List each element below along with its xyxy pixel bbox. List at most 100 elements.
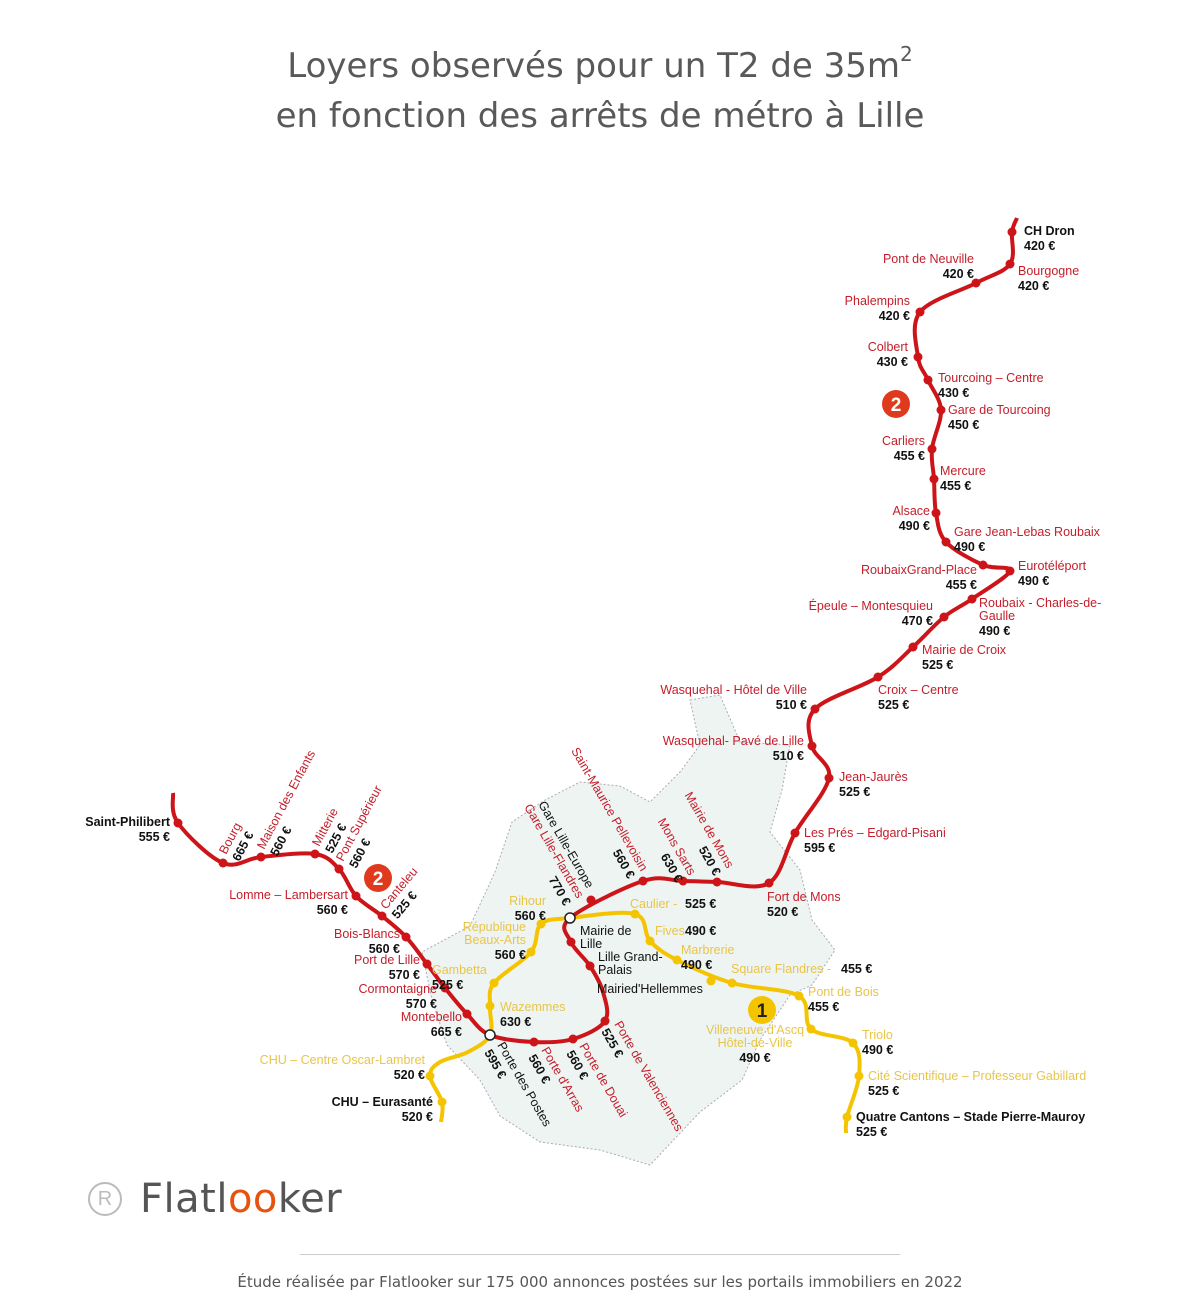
station-dot[interactable] [218, 858, 228, 868]
station-dot[interactable] [585, 961, 595, 971]
footer-divider [300, 1254, 900, 1255]
station-dot[interactable] [807, 741, 817, 751]
station-dot[interactable] [764, 878, 774, 888]
station-dot[interactable] [727, 978, 737, 988]
station-dot[interactable] [971, 278, 981, 288]
station-dot[interactable] [401, 932, 411, 942]
station-name: Fort de Mons [767, 890, 841, 904]
station-dot[interactable] [678, 876, 688, 886]
station-dot[interactable] [630, 909, 640, 919]
station-dot[interactable] [600, 1016, 610, 1026]
station-dot[interactable] [790, 828, 800, 838]
station-price: 455 € [946, 578, 977, 592]
station-price: 630 € [500, 1015, 531, 1029]
station-dot[interactable] [1005, 259, 1015, 269]
station-dot[interactable] [173, 818, 183, 828]
station-name: Gare Jean-Lebas Roubaix [954, 525, 1101, 539]
station-dot[interactable] [712, 877, 722, 887]
station-dot[interactable] [842, 1112, 852, 1122]
station-dot[interactable] [908, 642, 918, 652]
station-dot[interactable] [923, 375, 933, 385]
station-name: Bois-Blancs [334, 927, 400, 941]
station-dot[interactable] [806, 1024, 816, 1034]
station-dot[interactable] [422, 959, 432, 969]
station-dot[interactable] [824, 773, 834, 783]
station-dot[interactable] [568, 1034, 578, 1044]
station-price: 525 € [922, 658, 953, 672]
station-dot[interactable] [377, 911, 387, 921]
station-dot[interactable] [526, 947, 536, 957]
station-dot[interactable] [936, 405, 946, 415]
interchange-station-dot[interactable] [484, 1029, 496, 1041]
station-name: RoubaixGrand-Place [861, 563, 977, 577]
station-dot[interactable] [425, 1071, 435, 1081]
station-dot[interactable] [810, 704, 820, 714]
station-price: 490 € [954, 540, 985, 554]
station-dot[interactable] [1005, 566, 1015, 576]
station-name: Cité Scientifique – Professeur Gabillard [868, 1069, 1086, 1083]
station-price: 455 € [841, 962, 872, 976]
station-dot[interactable] [854, 1071, 864, 1081]
station-price: 490 € [685, 924, 716, 938]
station-price: 490 € [1018, 574, 1049, 588]
station-dot[interactable] [848, 1038, 858, 1048]
station-price: 420 € [943, 267, 974, 281]
station-dot[interactable] [1007, 227, 1017, 237]
station-dot[interactable] [939, 612, 949, 622]
station-dot[interactable] [913, 352, 923, 362]
station-name: Les Prés – Edgard-Pisani [804, 826, 946, 840]
station-dot[interactable] [706, 976, 716, 986]
station-dot[interactable] [638, 876, 648, 886]
station-dot[interactable] [485, 1001, 495, 1011]
station-dot[interactable] [437, 1097, 447, 1107]
station-dot[interactable] [586, 895, 596, 905]
station-dot[interactable] [310, 849, 320, 859]
interchange-station-dot[interactable] [564, 912, 576, 924]
station-label: Quatre Cantons – Stade Pierre-Mauroy525 … [856, 1110, 1085, 1139]
station-dot[interactable] [645, 936, 655, 946]
station-name: Rihour [509, 894, 546, 908]
station-name: République [463, 920, 526, 934]
station-dot[interactable] [967, 594, 977, 604]
station-dot[interactable] [931, 508, 941, 518]
station-name: Carliers [882, 434, 925, 448]
station-dot[interactable] [351, 891, 361, 901]
station-price: 570 € [389, 968, 420, 982]
station-name: CHU – Centre Oscar-Lambret [260, 1053, 426, 1067]
title-line-2: en fonction des arrêts de métro à Lille [275, 96, 925, 136]
station-price: 455 € [894, 449, 925, 463]
station-dot[interactable] [440, 983, 450, 993]
station-name: Lomme – Lambersart [229, 888, 348, 902]
station-dot[interactable] [929, 474, 939, 484]
station-price: 455 € [940, 479, 971, 493]
station-dot[interactable] [927, 444, 937, 454]
station-dot[interactable] [462, 1009, 472, 1019]
station-dot[interactable] [489, 978, 499, 988]
station-dot[interactable] [529, 1037, 539, 1047]
station-dot[interactable] [978, 560, 988, 570]
station-dot[interactable] [334, 864, 344, 874]
station-dot[interactable] [873, 672, 883, 682]
station-dot[interactable] [941, 537, 951, 547]
title-line-1: Loyers observés pour un T2 de 35m2 [0, 42, 1200, 86]
station-dot[interactable] [256, 852, 266, 862]
station-dot[interactable] [536, 919, 546, 929]
station-label: Lille Grand-Palais [598, 950, 663, 977]
station-name: Wazemmes [500, 1000, 566, 1014]
station-dot[interactable] [566, 937, 576, 947]
station-dot[interactable] [794, 991, 804, 1001]
station-dot[interactable] [915, 307, 925, 317]
station-name: Épeule – Montesquieu [809, 598, 933, 613]
station-dot[interactable] [672, 955, 682, 965]
